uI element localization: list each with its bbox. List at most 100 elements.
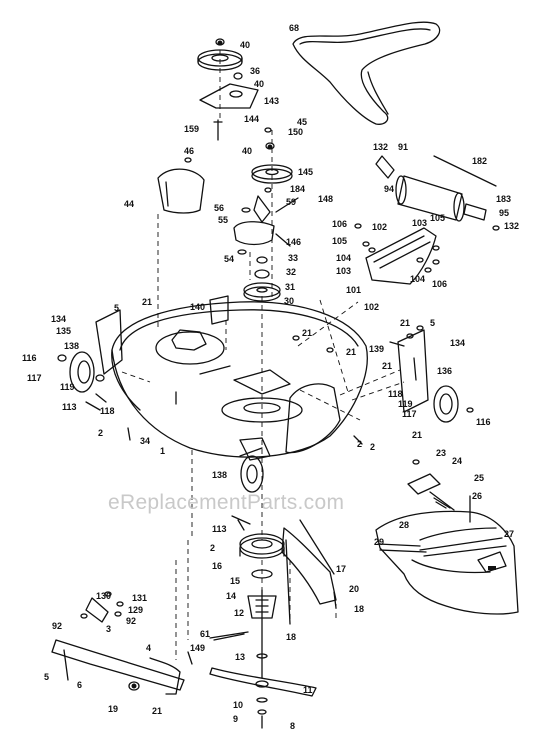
part-label: 135	[56, 326, 72, 336]
part-label: 5	[114, 303, 120, 313]
part-label: 5	[430, 318, 436, 328]
part-label: 102	[372, 222, 388, 232]
part-label: 4	[146, 643, 152, 653]
part-label: 2	[210, 543, 216, 553]
part-label: 2	[357, 439, 363, 449]
part-label: 134	[51, 314, 67, 324]
drive-belt	[292, 21, 441, 125]
part-label: 92	[126, 616, 137, 626]
part-label: 25	[474, 473, 485, 483]
part-label: 113	[62, 402, 77, 412]
part-label: 138	[64, 341, 80, 351]
part-label: 45	[297, 117, 308, 127]
spindle-14	[247, 595, 277, 619]
part-label: 113	[212, 524, 227, 534]
part-label: 144	[244, 114, 260, 124]
part-label: 139	[369, 344, 385, 354]
part-label: 34	[140, 436, 151, 446]
part-label: 117	[27, 373, 42, 383]
roller-94	[397, 175, 463, 221]
part-label: 20	[349, 584, 360, 594]
part-label: 27	[504, 529, 515, 539]
part-label: 148	[318, 194, 334, 204]
part-label: 21	[152, 706, 163, 716]
right-wheel-bracket	[397, 329, 429, 413]
part-label: 21	[302, 328, 313, 338]
bracket-143	[199, 83, 259, 109]
part-label: 95	[499, 208, 510, 218]
part-label: 102	[364, 302, 380, 312]
part-label: 106	[332, 219, 348, 229]
left-wheel-bracket	[95, 309, 123, 375]
part-label: 31	[285, 282, 296, 292]
part-label: 44	[124, 199, 135, 209]
part-label: 1	[160, 446, 166, 456]
part-label: 106	[432, 279, 448, 289]
part-label: 2	[98, 428, 104, 438]
part-label: 91	[398, 142, 409, 152]
lift-arm-6	[51, 639, 185, 691]
part-label: 54	[224, 254, 235, 264]
right-rear-wheel	[433, 385, 459, 423]
part-label: 105	[332, 236, 348, 246]
part-label: 116	[22, 353, 37, 363]
part-label: 146	[286, 237, 302, 247]
part-label: 21	[382, 361, 393, 371]
part-label: 18	[354, 604, 365, 614]
part-label: 145	[298, 167, 314, 177]
part-label: 28	[399, 520, 410, 530]
part-label: 13	[235, 652, 246, 662]
part-label: 14	[226, 591, 237, 601]
part-label: 140	[190, 302, 206, 312]
part-label: 129	[128, 605, 144, 615]
part-label: 15	[230, 576, 241, 586]
part-label: 26	[472, 491, 483, 501]
part-label: 17	[336, 564, 347, 574]
part-label: 136	[437, 366, 453, 376]
part-label: 5	[44, 672, 50, 682]
part-label: 132	[504, 221, 520, 231]
part-label: 11	[303, 685, 313, 695]
part-label: 33	[288, 253, 299, 263]
part-label: 183	[496, 194, 512, 204]
part-label: 19	[108, 704, 119, 714]
part-label: 36	[250, 66, 261, 76]
deck-shell	[111, 301, 368, 458]
part-label: 2	[370, 442, 376, 452]
part-label: 105	[430, 213, 446, 223]
part-label: 184	[290, 184, 306, 194]
part-label: 8	[290, 721, 296, 731]
part-label: 30	[284, 296, 295, 306]
part-label: 103	[412, 218, 428, 228]
part-label: 40	[254, 79, 265, 89]
part-label: 46	[184, 146, 195, 156]
part-label: 104	[410, 274, 426, 284]
part-label: 119	[60, 382, 75, 392]
part-label: 92	[52, 621, 63, 631]
part-label: 138	[212, 470, 228, 480]
part-label: 21	[400, 318, 411, 328]
part-label: 55	[218, 215, 229, 225]
part-label: 119	[398, 399, 413, 409]
left-front-wheel	[69, 351, 95, 393]
part-label: 29	[374, 537, 385, 547]
front-wheel-138	[240, 455, 264, 493]
part-label: 18	[286, 632, 297, 642]
part-label: 10	[233, 700, 244, 710]
shield-101	[365, 227, 437, 285]
part-label: 159	[184, 124, 200, 134]
part-label: 9	[233, 714, 239, 724]
part-label: 21	[412, 430, 423, 440]
idler-arm-55	[233, 221, 275, 246]
part-label: 117	[402, 409, 417, 419]
part-label: 59	[286, 197, 297, 207]
part-label: 182	[472, 156, 488, 166]
part-label: 104	[336, 253, 352, 263]
part-label: 21	[142, 297, 153, 307]
part-label: 130	[96, 591, 112, 601]
part-label: 94	[384, 184, 395, 194]
blade-11	[209, 667, 317, 697]
part-label: 3	[106, 624, 112, 634]
